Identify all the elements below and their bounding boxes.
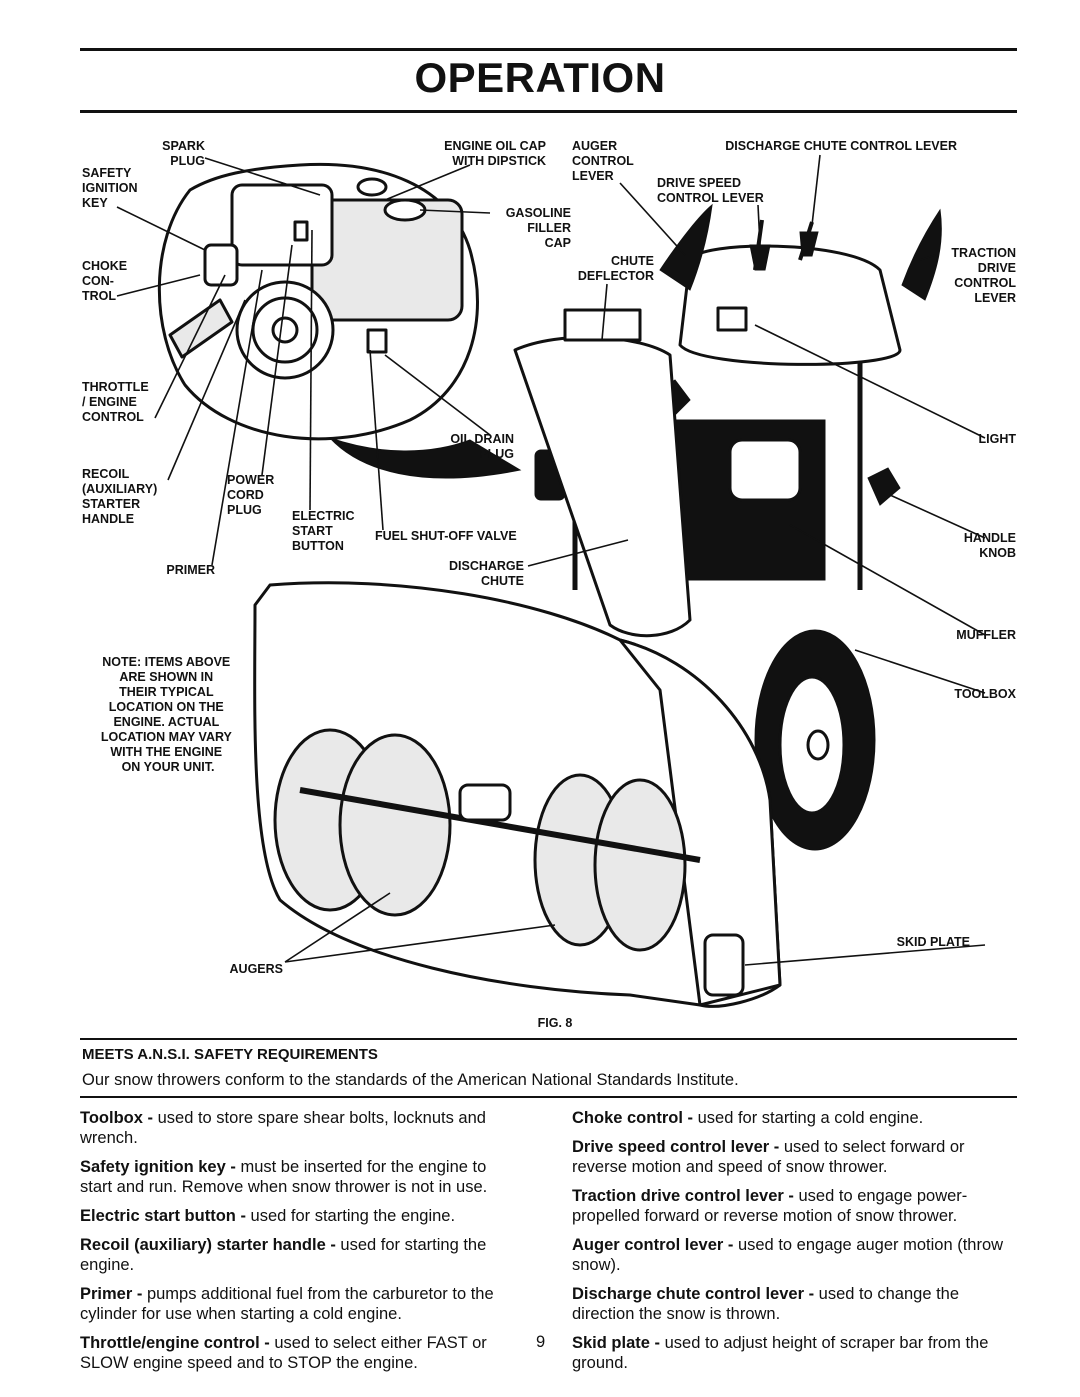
desc-skid-plate: Skid plate - used to adjust height of sc… bbox=[572, 1334, 989, 1372]
label-muffler: MUFFLER bbox=[956, 628, 1016, 642]
ansi-heading: MEETS A.N.S.I. SAFETY REQUIREMENTS bbox=[82, 1046, 378, 1063]
figure-note: NOTE: ITEMS ABOVE ARE SHOWN IN THEIR TYP… bbox=[101, 655, 235, 774]
descriptions-right: Choke control - used for starting a cold… bbox=[572, 1108, 1014, 1382]
top-rule bbox=[80, 48, 1017, 51]
label-light: LIGHT bbox=[979, 432, 1017, 446]
descriptions-left: Toolbox - used to store spare shear bolt… bbox=[80, 1108, 522, 1382]
label-skid-plate: SKID PLATE bbox=[897, 935, 970, 949]
augers bbox=[273, 728, 701, 952]
page-title: OPERATION bbox=[414, 54, 666, 101]
label-primer: PRIMER bbox=[166, 563, 215, 577]
desc-primer: Primer - pumps additional fuel from the … bbox=[80, 1285, 494, 1323]
desc-electric-start-button: Electric start button - used for startin… bbox=[80, 1207, 456, 1225]
label-discharge-chute-control-lever: DISCHARGE CHUTE CONTROL LEVER bbox=[725, 139, 957, 153]
figure-bottom-rule bbox=[80, 1038, 1017, 1040]
title-underline bbox=[80, 110, 1017, 113]
chute bbox=[513, 308, 692, 638]
desc-toolbox: Toolbox - used to store spare shear bolt… bbox=[80, 1109, 486, 1147]
wheel bbox=[754, 629, 876, 851]
desc-auger-control-lever: Auger control lever - used to engage aug… bbox=[572, 1236, 1004, 1274]
figure-caption: FIG. 8 bbox=[538, 1016, 573, 1030]
desc-choke-control: Choke control - used for starting a cold… bbox=[572, 1109, 924, 1127]
label-toolbox: TOOLBOX bbox=[954, 687, 1016, 701]
label-augers: AUGERS bbox=[230, 962, 283, 976]
desc-safety-ignition-key: Safety ignition key - must be inserted f… bbox=[80, 1158, 488, 1196]
page-number: 9 bbox=[536, 1333, 546, 1351]
ansi-text: Our snow throwers conform to the standar… bbox=[82, 1071, 739, 1089]
engine-inset bbox=[157, 162, 522, 479]
desc-throttle-engine-control: Throttle/engine control - used to select… bbox=[80, 1334, 487, 1372]
leader-lines bbox=[116, 154, 986, 966]
desc-recoil-starter-handle: Recoil (auxiliary) starter handle - used… bbox=[80, 1236, 487, 1274]
desc-discharge-chute-control-lever: Discharge chute control lever - used to … bbox=[572, 1285, 960, 1323]
desc-drive-speed-control-lever: Drive speed control lever - used to sele… bbox=[572, 1138, 965, 1176]
ansi-bottom-rule bbox=[80, 1096, 1017, 1098]
label-fuel-shutoff-valve: FUEL SHUT-OFF VALVE bbox=[375, 529, 517, 543]
desc-traction-drive-control-lever: Traction drive control lever - used to e… bbox=[572, 1187, 968, 1225]
